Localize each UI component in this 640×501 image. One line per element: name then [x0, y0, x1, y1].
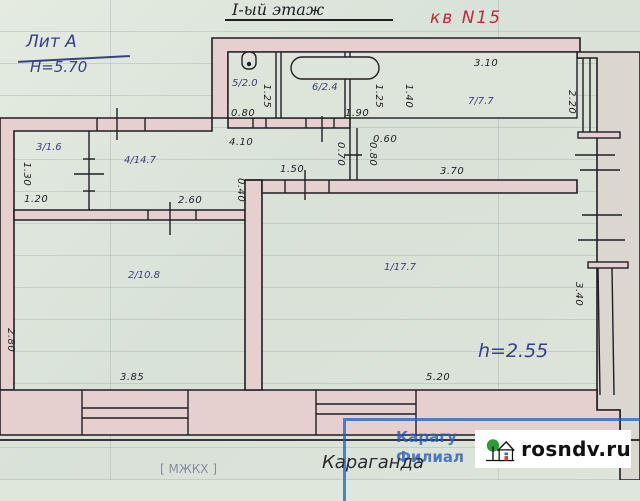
dimension-label: 1.90 — [345, 108, 370, 119]
dimension-label: 3.40 — [573, 282, 584, 307]
room-1-label: 1/17.7 — [384, 262, 416, 273]
dimension-label: 1.20 — [24, 194, 49, 205]
dimension-label: 1.40 — [403, 84, 414, 109]
stamp-text-line1: Карагу — [396, 428, 457, 446]
floor-title: I-ый этаж — [232, 0, 325, 19]
house-tree-logo-icon — [485, 439, 515, 462]
dimension-label: 3.70 — [440, 166, 465, 177]
ceiling-height: h=2.55 — [478, 340, 549, 362]
room-6-label: 6/2.4 — [312, 82, 338, 93]
dimension-label: 1.25 — [261, 84, 272, 109]
apartment-label: кв N15 — [430, 8, 503, 28]
handwritten-signature: Караганда — [322, 452, 424, 473]
grid-line — [498, 0, 499, 480]
dimension-label: 2.20 — [566, 90, 577, 115]
watermark-badge[interactable]: rosndv.ru — [475, 430, 631, 468]
grid-line — [110, 0, 111, 480]
dimension-label: 1.50 — [280, 164, 305, 175]
dimension-label: 0.70 — [335, 142, 346, 167]
stamp-text-line2: Филиал — [396, 448, 464, 466]
room-3-label: 3/1.6 — [36, 142, 62, 153]
dimension-label: 2.80 — [5, 328, 16, 353]
watermark-text: rosndv.ru — [521, 437, 631, 461]
sheet-label: Лит А — [26, 32, 77, 52]
dimension-label: 3.85 — [120, 372, 145, 383]
dimension-label: 1.25 — [373, 84, 384, 109]
dimension-label: 3.10 — [474, 58, 499, 69]
dimension-label: 0.80 — [367, 142, 378, 167]
dimension-label: 0.60 — [373, 134, 398, 145]
official-stamp — [343, 418, 640, 501]
title-underline — [225, 19, 393, 21]
room-7-label: 7/7.7 — [468, 96, 494, 107]
dimension-label: 2.60 — [178, 195, 203, 206]
faded-stamp-text: [ МЖКХ ] — [160, 462, 218, 476]
dimension-label: 5.20 — [426, 372, 451, 383]
dimension-label: 0.40 — [235, 178, 246, 203]
dimension-label: 4.10 — [229, 137, 254, 148]
dimension-label: 0.80 — [231, 108, 256, 119]
floor-plan-drawing — [0, 37, 640, 480]
room-4-label: 4/14.7 — [124, 155, 156, 166]
dimension-label: 1.30 — [21, 162, 32, 187]
room-5-label: 5/2.0 — [232, 78, 258, 89]
room-2-label: 2/10.8 — [128, 270, 160, 281]
building-height: H=5.70 — [30, 58, 88, 76]
